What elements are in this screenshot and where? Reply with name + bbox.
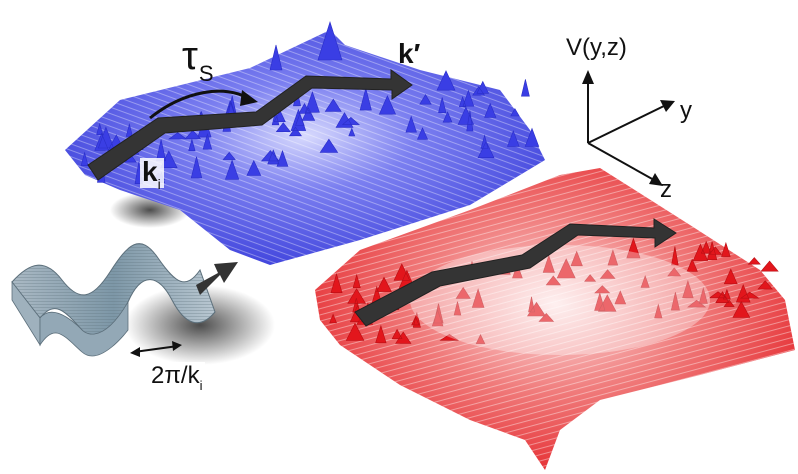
y-axis-label: y bbox=[680, 97, 692, 124]
wavelength-marker bbox=[130, 341, 182, 357]
wavelength-subscript: i bbox=[199, 378, 203, 393]
red-surface-glow bbox=[410, 245, 710, 355]
blue-potential-surface bbox=[65, 21, 545, 265]
incident-wavevector-label: ki bbox=[140, 156, 164, 191]
coordinate-axes bbox=[582, 70, 675, 186]
z-axis-line bbox=[587, 142, 655, 181]
z-axis-label: z bbox=[660, 176, 672, 203]
y-axis-arrowhead bbox=[660, 100, 675, 112]
k-subscript: i bbox=[157, 176, 161, 192]
incident-plane-wave bbox=[11, 243, 216, 357]
tau-symbol: τ bbox=[182, 34, 198, 78]
wavelength-label: 2π/ki bbox=[148, 362, 206, 393]
trajectory-arrow-blue bbox=[87, 69, 413, 181]
scattering-time-label: τS bbox=[182, 34, 214, 85]
scattered-wavevector-label: k′ bbox=[398, 38, 421, 69]
trajectory-arrow-red bbox=[354, 218, 677, 327]
incident-direction-arrow bbox=[196, 262, 238, 295]
v-axis-arrowhead bbox=[582, 70, 594, 84]
z-axis-arrowhead bbox=[649, 173, 663, 186]
tau-subscript: S bbox=[198, 61, 214, 86]
wavelength-text: 2π/k bbox=[151, 362, 200, 389]
y-axis-line bbox=[587, 104, 667, 144]
potential-axis-label: V(y,z) bbox=[566, 34, 627, 61]
scattering-time-arrow bbox=[149, 89, 258, 120]
wave-shadow bbox=[125, 285, 275, 365]
k-symbol: k bbox=[142, 156, 158, 187]
